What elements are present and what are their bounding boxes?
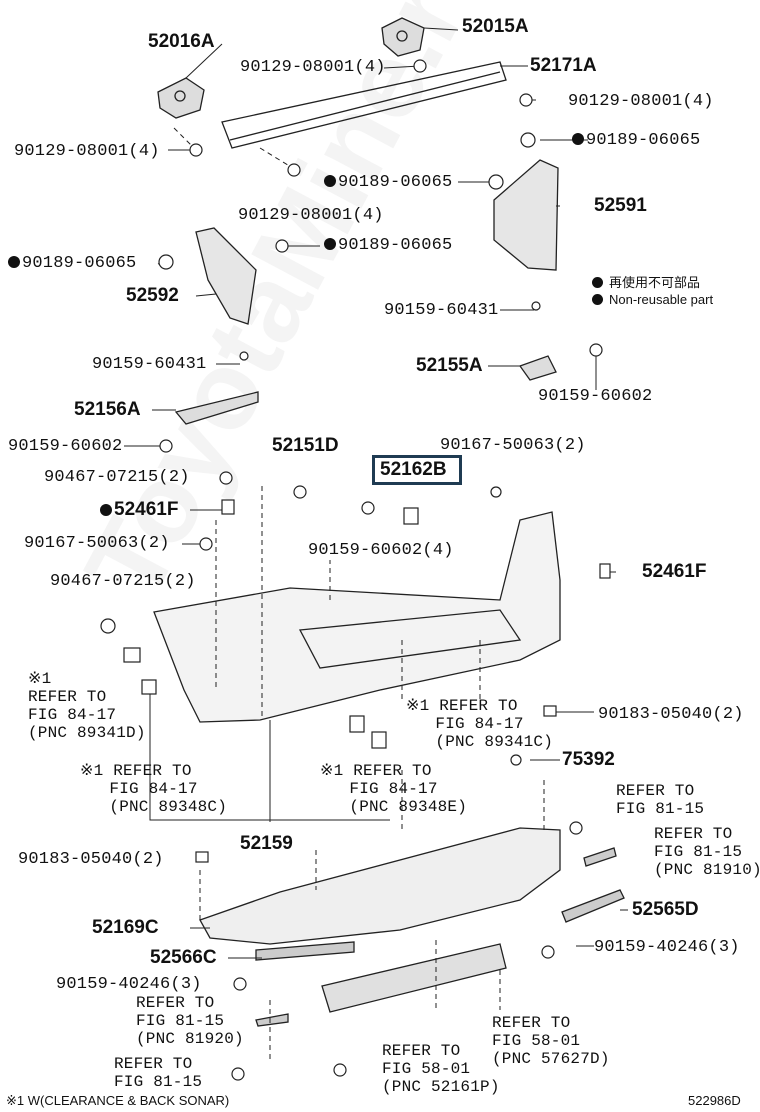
legend-dot [592,277,603,288]
refer-label[interactable]: ※1 REFER TO FIG 84-17 (PNC 89348C) [80,762,228,816]
part-number: 90189-06065 [338,236,453,255]
part-number: 52461F [114,499,179,520]
diagram-id: 522986D [688,1093,741,1108]
legend-en: Non-reusable part [592,292,713,307]
part-label[interactable]: 90189-06065 [324,236,452,255]
part-label[interactable]: 90167-50063(2) [24,534,170,553]
part-label[interactable]: 52565D [632,899,699,920]
part-label[interactable]: 90159-60602 [538,387,653,406]
part-label[interactable]: 52461F [100,500,178,519]
part-label[interactable]: 90159-60431 [92,355,207,374]
refer-label[interactable]: REFER TO FIG 81-15 (PNC 81910) [654,825,760,879]
part-label[interactable]: 90467-07215(2) [44,468,190,487]
part-label[interactable]: 90129-08001(4) [240,58,386,77]
retainer-right [493,159,559,271]
part-label[interactable]: 90159-40246(3) [594,938,740,957]
part-label[interactable]: 52591 [594,195,647,216]
part-label[interactable]: 90159-60602(4) [308,541,454,560]
part-label[interactable]: 52592 [126,285,179,306]
part-label[interactable]: 90183-05040(2) [18,850,164,869]
part-label[interactable]: 90467-07215(2) [50,572,196,591]
piece-52156A [174,391,259,425]
refer-label[interactable]: ※1 REFER TO FIG 84-17 (PNC 89341C) [406,697,554,751]
bracket-left [157,77,205,119]
refer-label[interactable]: REFER TO FIG 81-15 (PNC 81920) [136,994,244,1048]
part-label[interactable]: 90183-05040(2) [598,705,744,724]
part-label[interactable]: 90129-08001(4) [238,206,384,225]
refer-label[interactable]: ※1 REFER TO FIG 84-17 (PNC 89341D) [28,670,146,742]
part-label[interactable]: 90129-08001(4) [14,142,160,161]
step-panel [321,943,507,1013]
part-number: 90189-06065 [586,131,701,150]
reflector-right [561,889,625,923]
part-label[interactable]: 52015A [462,16,529,37]
part-label[interactable]: 90189-06065 [8,254,136,273]
part-label[interactable]: 52566C [150,947,217,968]
part-label[interactable]: 90159-40246(3) [56,975,202,994]
part-label[interactable]: 90159-60602 [8,437,123,456]
refer-label[interactable]: REFER TO FIG 81-15 [616,782,705,818]
non-reusable-dot [572,133,584,145]
refer-label[interactable]: REFER TO FIG 81-15 [114,1055,203,1091]
piece-52155A [518,355,557,381]
part-label[interactable]: 52461F [642,561,707,582]
non-reusable-dot [324,238,336,250]
reinforcement-bar [221,61,507,149]
refer-label[interactable]: REFER TO FIG 58-01 (PNC 52161P) [382,1042,500,1096]
bumper-cover [153,511,561,723]
part-label-highlighted[interactable]: 52162B [380,459,447,480]
non-reusable-dot [8,256,20,268]
refer-label[interactable]: ※1 REFER TO FIG 84-17 (PNC 89348E) [320,762,468,816]
part-label[interactable]: 52016A [148,31,215,52]
part-label[interactable]: 52151D [272,435,339,456]
legend-jp: 再使用不可部品 [592,272,700,291]
part-label[interactable]: 52156A [74,399,141,420]
part-label[interactable]: 52171A [530,55,597,76]
part-label[interactable]: 52159 [240,833,293,854]
highlight-box [372,455,462,485]
part-label[interactable]: 52169C [92,917,159,938]
part-label[interactable]: 75392 [562,749,615,770]
part-number: 90189-06065 [338,173,453,192]
footnote: ※1 W(CLEARANCE & BACK SONAR) [6,1093,230,1108]
part-label[interactable]: 90129-08001(4) [568,92,714,111]
refer-label[interactable]: REFER TO FIG 58-01 (PNC 57627D) [492,1014,610,1068]
part-label[interactable]: 90159-60431 [384,301,499,320]
part-label[interactable]: 90189-06065 [572,131,700,150]
part-label[interactable]: 90189-06065 [324,173,452,192]
retainer-left [195,227,257,325]
part-number: 90189-06065 [22,254,137,273]
non-reusable-dot [100,504,112,516]
legend-dot [592,294,603,305]
part-label[interactable]: 90167-50063(2) [440,436,586,455]
lower-cover [199,827,561,945]
reflector-left [255,941,355,961]
bracket-right [381,17,425,57]
part-label[interactable]: 52155A [416,355,483,376]
non-reusable-dot [324,175,336,187]
